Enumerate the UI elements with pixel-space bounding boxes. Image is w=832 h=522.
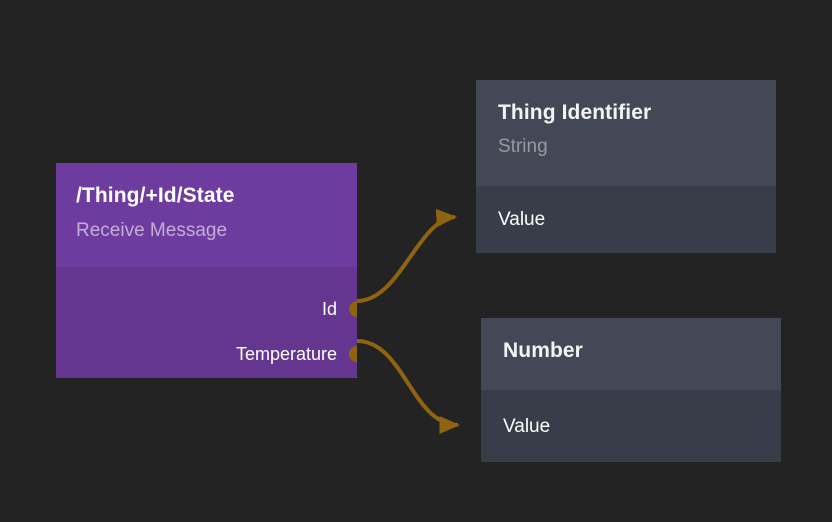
node-body: Value xyxy=(481,390,781,462)
node-title: Number xyxy=(503,339,583,362)
port-connector-dot-icon[interactable] xyxy=(349,300,357,317)
node-header[interactable]: Number xyxy=(481,318,781,390)
input-port-value[interactable]: Value xyxy=(481,390,781,462)
node-body: Id Temperature xyxy=(56,267,357,378)
edge-temperature-to-number xyxy=(356,339,461,435)
node-title: Thing Identifier xyxy=(498,101,652,124)
node-receive-message[interactable]: /Thing/+Id/State Receive Message Id Temp… xyxy=(56,163,357,378)
node-header[interactable]: Thing Identifier String xyxy=(476,80,776,186)
port-label: Id xyxy=(321,298,337,319)
output-port-temperature[interactable]: Temperature xyxy=(56,331,357,376)
node-title: /Thing/+Id/State xyxy=(76,184,235,207)
port-label: Value xyxy=(503,415,551,437)
port-connector-dot-icon[interactable] xyxy=(349,345,357,362)
node-thing-identifier[interactable]: Thing Identifier String Value xyxy=(476,80,776,253)
node-subtitle: Receive Message xyxy=(76,220,228,241)
port-label: Temperature xyxy=(235,343,337,364)
node-body: Value xyxy=(476,186,776,253)
output-port-id[interactable]: Id xyxy=(56,286,357,331)
node-header[interactable]: /Thing/+Id/State Receive Message xyxy=(56,163,357,267)
node-number[interactable]: Number Value xyxy=(481,318,781,462)
node-subtitle: String xyxy=(498,136,548,157)
input-port-value[interactable]: Value xyxy=(476,186,776,253)
edge-id-to-thing-identifier xyxy=(356,208,458,303)
port-label: Value xyxy=(498,209,546,230)
